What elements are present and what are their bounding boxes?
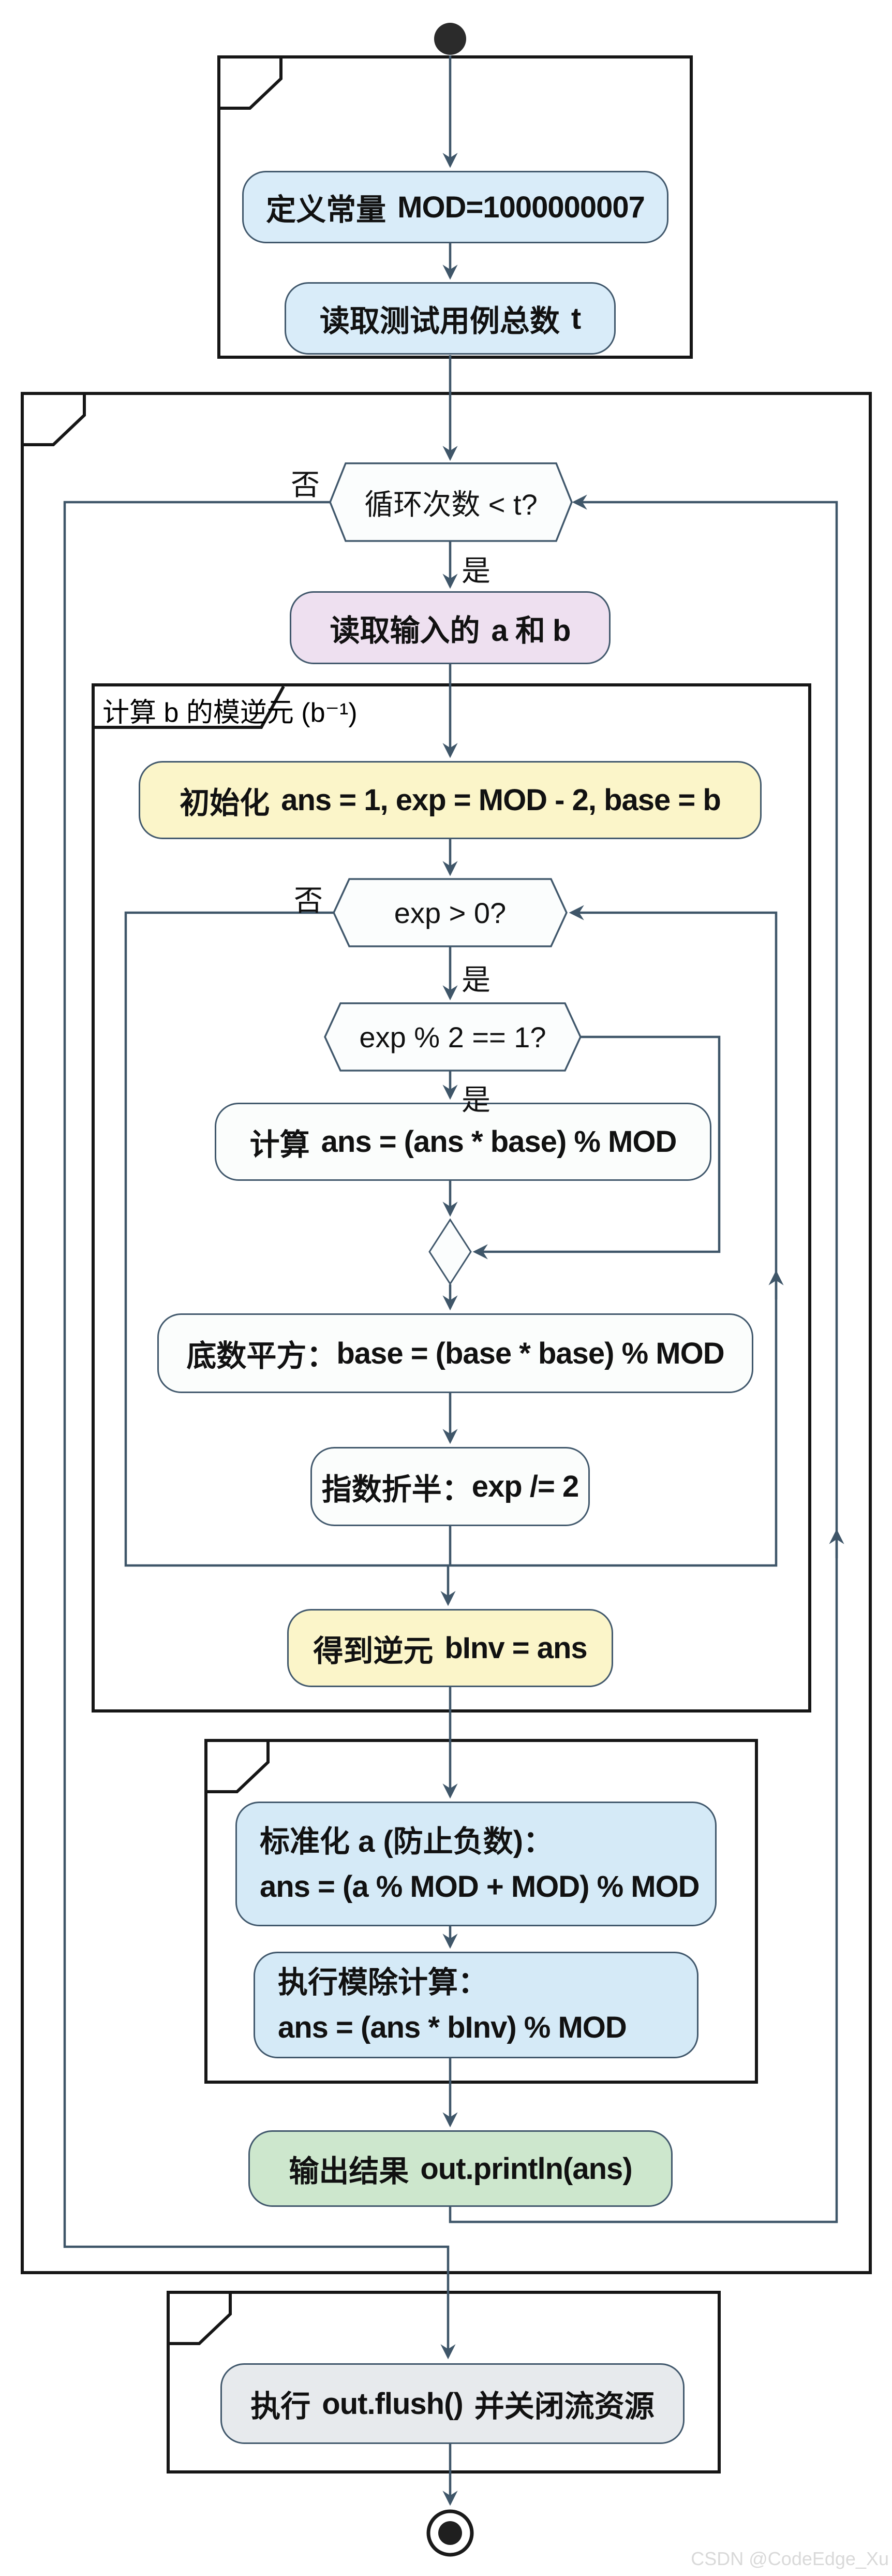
end-node — [426, 2509, 474, 2557]
node-flush: 执行 out.flush() 并关闭流资源 — [220, 2363, 685, 2444]
node-suffix: 并关闭流资源 — [474, 2390, 655, 2423]
merge-diamond — [428, 1218, 472, 1285]
branch-label-yes: 是 — [462, 554, 490, 587]
node-text: 输出结果 — [289, 2155, 409, 2188]
node-code: out.println(ans) — [420, 2151, 632, 2186]
while-condition-text: exp > 0? — [394, 896, 507, 929]
frame-mod-division — [204, 1739, 758, 2084]
node-read-ab: 读取输入的 a 和 b — [290, 591, 611, 664]
frame-main-loop — [21, 392, 872, 2274]
frame-setup — [217, 55, 693, 359]
node-code: base = (base * base) % MOD — [336, 1336, 724, 1370]
node-code: t — [571, 301, 581, 335]
node-code: exp /= 2 — [471, 1470, 579, 1503]
fold-corner-icon — [170, 2294, 232, 2345]
loop-condition-hexagon — [329, 462, 573, 542]
node-text: 底数平方： — [186, 1339, 337, 1373]
node-text-line1: 执行模除计算： — [278, 1966, 488, 1999]
node-inverse-result: 得到逆元 bInv = ans — [287, 1609, 613, 1687]
arrow-repeat-loopback — [449, 494, 838, 2223]
fold-corner-icon — [220, 58, 283, 110]
branch-label-no: 否 — [291, 469, 320, 501]
branch-label-yes: 是 — [462, 963, 490, 996]
node-mod-divide: 执行模除计算： ans = (ans * bInv) % MOD — [254, 1952, 698, 2058]
loop-condition-text: 循环次数 < t? — [364, 488, 538, 521]
branch-label-yes: 是 — [462, 1084, 490, 1116]
arrow-loop-no-exit — [63, 501, 456, 2360]
arrow-while-loopback — [449, 905, 778, 1567]
odd-condition-text: exp % 2 == 1? — [359, 1020, 546, 1053]
node-text: 读取输入的 — [330, 613, 480, 648]
node-text-line1: 标准化 a (防止负数)： — [260, 1824, 554, 1858]
node-text: 计算 — [249, 1128, 310, 1162]
node-init: 初始化 ans = 1, exp = MOD - 2, base = b — [139, 761, 762, 839]
frame-cleanup — [167, 2291, 721, 2473]
watermark: CSDN @CodeEdge_Xu — [691, 2548, 889, 2569]
node-text-line2: ans = (ans * bInv) % MOD — [278, 2011, 627, 2044]
node-text: 读取测试用例总数 — [319, 304, 560, 338]
node-text: 初始化 — [180, 786, 270, 820]
branch-label-no: 否 — [294, 884, 323, 917]
node-code: ans = (ans * base) % MOD — [321, 1125, 677, 1159]
node-code: MOD=1000000007 — [397, 190, 645, 224]
node-code: ans = 1, exp = MOD - 2, base = b — [281, 783, 721, 817]
frame-title-tab — [93, 685, 285, 729]
node-multiply: 计算 ans = (ans * base) % MOD — [215, 1103, 711, 1181]
odd-condition-hexagon — [324, 1002, 582, 1072]
node-text: 执行 — [250, 2390, 311, 2423]
arrow-while-no-exit — [124, 911, 456, 1606]
node-define-constant: 定义常量 MOD=1000000007 — [242, 171, 668, 243]
frame-inverse — [92, 683, 811, 1713]
node-text-line2: ans = (a % MOD + MOD) % MOD — [260, 1869, 700, 1904]
connectors — [63, 55, 844, 2506]
node-code: bInv = ans — [444, 1631, 587, 1665]
arrow-odd-no-bypass — [472, 1035, 721, 1260]
node-square: 底数平方： base = (base * base) % MOD — [157, 1313, 753, 1393]
fold-corner-icon — [207, 1742, 270, 1793]
fold-corner-icon — [24, 395, 86, 446]
node-code: a 和 b — [491, 613, 571, 648]
node-text: 指数折半： — [321, 1472, 472, 1506]
frame-inverse-title: 计算 b 的模逆元 (b⁻¹) — [102, 698, 358, 728]
start-node — [434, 23, 466, 55]
node-normalize: 标准化 a (防止负数)： ans = (a % MOD + MOD) % MO… — [235, 1802, 717, 1926]
node-halve: 指数折半： exp /= 2 — [310, 1447, 590, 1526]
node-text: 得到逆元 — [313, 1634, 434, 1668]
node-code: out.flush() — [322, 2387, 463, 2421]
node-text: 定义常量 — [266, 193, 386, 227]
node-read-t: 读取测试用例总数 t — [285, 282, 616, 355]
node-output: 输出结果 out.println(ans) — [248, 2130, 673, 2207]
